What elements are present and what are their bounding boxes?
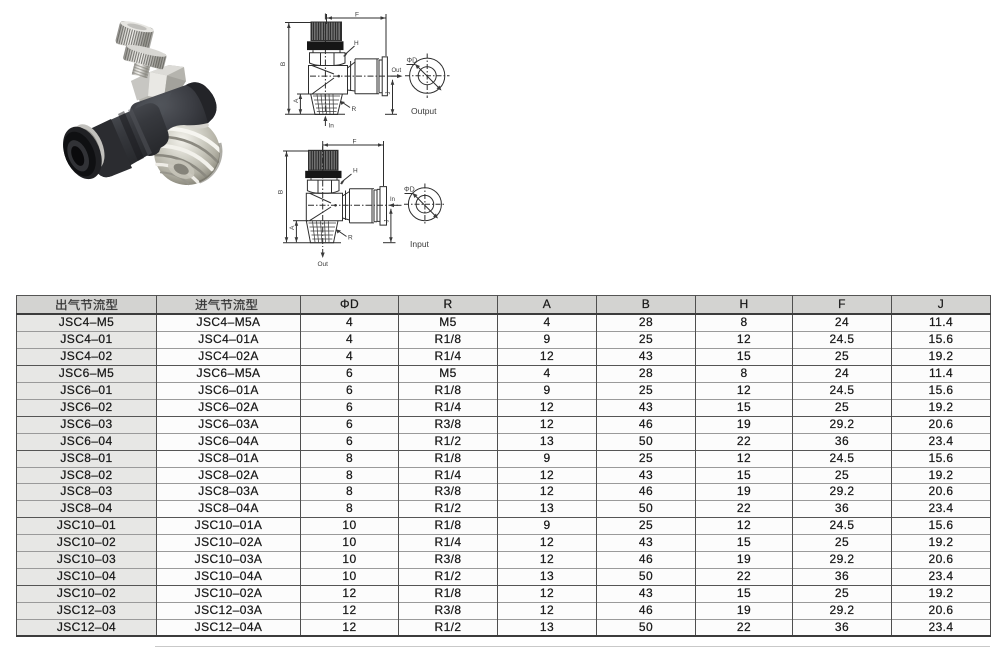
svg-text:H: H <box>353 168 358 175</box>
svg-text:A: A <box>289 225 296 230</box>
svg-text:In: In <box>329 123 335 130</box>
svg-text:Input: Input <box>410 239 430 249</box>
svg-text:A: A <box>293 98 300 103</box>
svg-text:B: B <box>278 190 285 194</box>
svg-text:F: F <box>355 12 359 19</box>
svg-text:Output: Output <box>411 106 437 116</box>
svg-text:R: R <box>352 106 357 113</box>
svg-text:J: J <box>386 92 392 95</box>
svg-text:In: In <box>390 197 395 203</box>
svg-text:B: B <box>280 62 287 66</box>
svg-text:R: R <box>348 235 353 242</box>
svg-text:F: F <box>353 139 357 146</box>
svg-text:J: J <box>385 220 391 223</box>
svg-text:H: H <box>354 40 359 47</box>
svg-text:ΦD: ΦD <box>407 58 418 65</box>
svg-text:ΦD: ΦD <box>404 187 415 194</box>
svg-text:Out: Out <box>392 68 402 74</box>
svg-text:Out: Out <box>318 261 329 268</box>
